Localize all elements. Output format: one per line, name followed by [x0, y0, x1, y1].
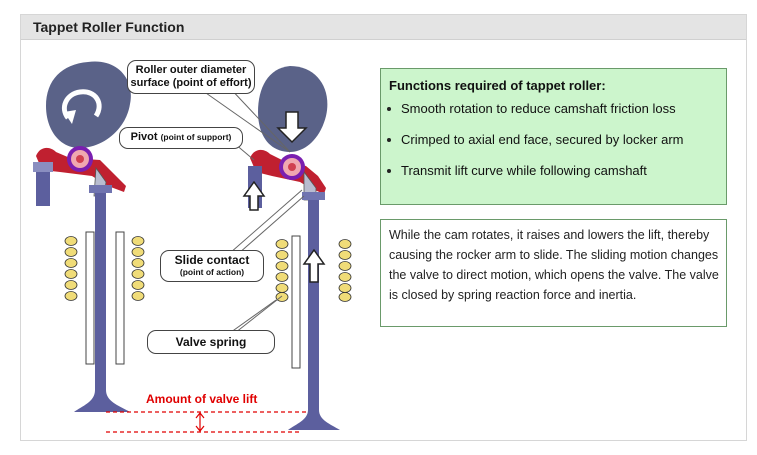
callout-pivot-main: Pivot — [130, 131, 158, 143]
functions-box: Functions required of tappet roller: Smo… — [380, 68, 727, 205]
up-arrow-icon-right — [302, 248, 326, 283]
function-item-3: Transmit lift curve while following cams… — [381, 163, 684, 194]
left-valve-head — [74, 390, 130, 412]
right-cam — [258, 66, 328, 152]
callout-slide-contact: Slide contact (point of action) — [160, 250, 264, 282]
function-item-1: Smooth rotation to reduce camshaft frict… — [381, 101, 684, 132]
functions-title: Functions required of tappet roller: — [389, 78, 606, 93]
down-arrow-icon — [276, 111, 308, 144]
function-item-3-text: Transmit lift curve while following cams… — [401, 163, 647, 178]
right-spring-right-coils — [338, 239, 352, 302]
description-text: While the cam rotates, it raises and low… — [389, 228, 719, 302]
callout-valve-spring: Valve spring — [147, 330, 275, 354]
up-arrow-icon-left — [242, 180, 266, 211]
valve-lift-indicator — [106, 411, 306, 433]
description-box: While the cam rotates, it raises and low… — [380, 219, 727, 327]
right-spring-left-coils — [275, 239, 289, 302]
function-item-2-text: Crimped to axial end face, secured by lo… — [401, 132, 684, 147]
valve-lift-label: Amount of valve lift — [146, 392, 258, 406]
left-valve-stem — [95, 190, 106, 390]
bullet-icon — [387, 107, 391, 111]
callout-slide-contact-sub: (point of action) — [179, 267, 245, 277]
function-item-1-text: Smooth rotation to reduce camshaft frict… — [401, 101, 676, 116]
rotation-arrow-icon — [62, 89, 102, 120]
panel-header: Tappet Roller Function — [21, 15, 746, 40]
left-assembly — [33, 61, 145, 412]
callout-pivot-sub: (point of support) — [160, 132, 232, 142]
functions-list: Smooth rotation to reduce camshaft frict… — [381, 101, 684, 194]
callout-roller-outer-line2: surface (point of effort) — [130, 77, 252, 89]
left-cam — [46, 61, 131, 148]
valve-train-diagram — [33, 61, 352, 433]
callout-roller-outer: Roller outer diameter surface (point of … — [127, 60, 255, 94]
right-valve-head — [288, 410, 340, 430]
right-assembly — [242, 66, 352, 430]
callout-roller-outer-line1: Roller outer diameter — [135, 64, 247, 76]
panel-title: Tappet Roller Function — [33, 19, 185, 35]
left-spring-left-coils — [64, 236, 78, 301]
left-spring-right-coils — [131, 236, 145, 301]
right-valve-stem — [308, 196, 319, 410]
bullet-icon — [387, 169, 391, 173]
callout-slide-contact-main: Slide contact — [174, 253, 250, 267]
callout-pivot: Pivot (point of support) — [119, 127, 243, 149]
callout-valve-spring-text: Valve spring — [175, 335, 247, 349]
bullet-icon — [387, 138, 391, 142]
function-item-2: Crimped to axial end face, secured by lo… — [381, 132, 684, 163]
left-pivot-post — [36, 166, 50, 206]
